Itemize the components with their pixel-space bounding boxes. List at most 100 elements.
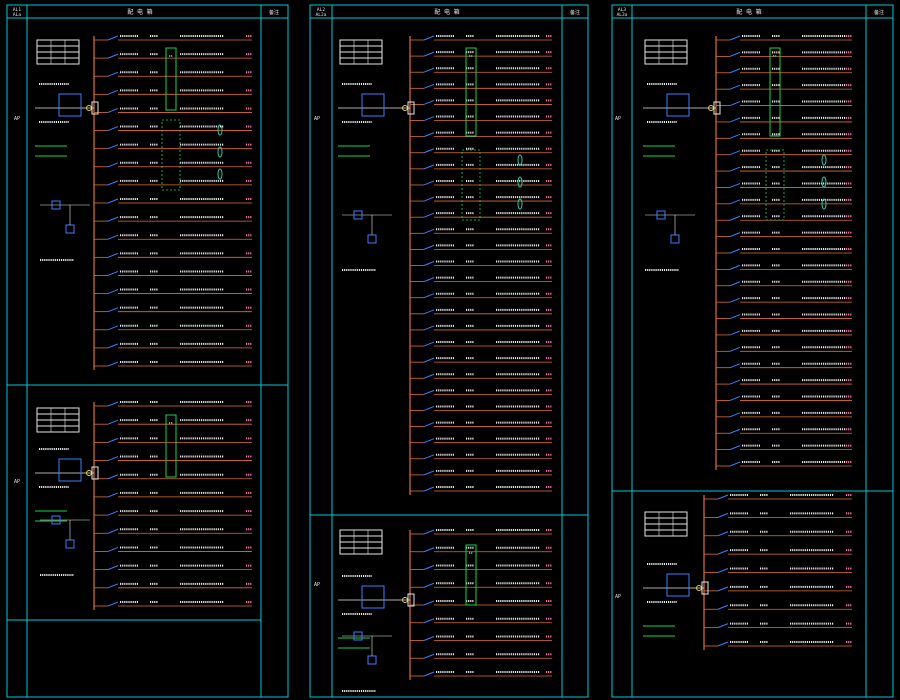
panel-2-lower-main-breaker — [361, 585, 385, 609]
panel-2-upper-current-transformer — [517, 176, 523, 188]
panel-3-upper-circuit-breaker — [729, 248, 741, 254]
panel-3-upper-contactor-group — [765, 149, 785, 221]
panel-3-upper-circuit-breaker — [729, 84, 741, 90]
panel-1-upper-circuit-breaker — [107, 289, 119, 295]
panel-2-title: 配 电 箱 — [434, 8, 459, 16]
panel-2-upper-circuit-breaker — [423, 357, 435, 363]
panel-1-upper-circuit-breaker — [107, 216, 119, 222]
panel-2-lower-circuit-breaker — [423, 653, 435, 659]
panel-3-upper-circuit-breaker — [729, 445, 741, 451]
panel-2-lower-isolator — [407, 593, 415, 607]
panel-3-upper-circuit-breaker — [729, 51, 741, 57]
panel-2-upper-circuit-breaker — [423, 196, 435, 202]
panel-3-upper-energy-meter-box — [769, 47, 781, 137]
panel-1-lower-circuit-breaker — [107, 528, 119, 534]
panel-3-upper-current-transformer — [821, 198, 827, 210]
panel-1-lower-circuit-breaker — [107, 492, 119, 498]
panel-3-lower-circuit-breaker — [717, 512, 729, 518]
panel-1-lower-circuit-breaker — [107, 419, 119, 425]
panel-2-upper-circuit-breaker — [423, 309, 435, 315]
panel-2-id-bottom: AL2a — [316, 12, 327, 18]
panel-1-incoming-label-lower: AP — [14, 479, 20, 485]
panel-3-lower-rating-table-row — [644, 529, 688, 537]
panel-3-upper-circuit-breaker — [729, 363, 741, 369]
panel-1-lower-circuit-breaker — [107, 437, 119, 443]
panel-3-upper-circuit-breaker — [729, 330, 741, 336]
panel-1-title: 配 电 箱 — [127, 8, 152, 16]
panel-3-upper-rating-table-row — [644, 57, 688, 65]
panel-2-upper-circuit-breaker — [423, 244, 435, 250]
panel-1-lower-energy-meter-box — [165, 414, 177, 478]
panel-2-incoming-label-upper: AP — [314, 116, 320, 122]
panel-1-lower-circuit-breaker — [107, 546, 119, 552]
panel-3-upper-isolator — [713, 101, 721, 115]
panel-1-upper-circuit-breaker — [107, 361, 119, 367]
panel-3-upper-circuit-breaker — [729, 232, 741, 238]
panel-2-upper-circuit-breaker — [423, 341, 435, 347]
panel-2-upper-circuit-breaker — [423, 325, 435, 331]
panel-2-upper-circuit-breaker — [423, 35, 435, 41]
panel-1-upper-circuit-breaker — [107, 162, 119, 168]
panel-2-upper-control-relay — [353, 210, 363, 220]
panel-1-upper-energy-meter-box — [165, 47, 177, 111]
panel-3-lower-circuit-breaker — [717, 549, 729, 555]
panel-2-upper-circuit-breaker — [423, 116, 435, 121]
panel-3-id-bottom: AL3a — [617, 12, 628, 18]
panel-3-upper-circuit-breaker — [729, 264, 741, 270]
panel-2-upper-circuit-breaker — [423, 277, 435, 283]
panel-2-lower-circuit-breaker — [423, 582, 435, 588]
panel-3-upper-circuit-breaker — [729, 117, 741, 123]
panel-1-upper-main-breaker — [58, 93, 82, 117]
panel-1-lower-circuit-breaker — [107, 565, 119, 571]
panel-3-upper-circuit-breaker — [729, 133, 741, 139]
panel-2-upper-current-transformer — [517, 198, 523, 210]
panel-2-upper-circuit-breaker — [423, 293, 435, 299]
panel-1-id-top: AL1 — [13, 7, 21, 13]
panel-3-upper-current-transformer — [821, 176, 827, 188]
panel-1-upper-current-transformer — [217, 168, 223, 180]
panel-3-corner-label: 备注 — [874, 9, 884, 16]
panel-1-upper-current-transformer — [217, 146, 223, 158]
panel-2-lower-circuit-breaker — [423, 565, 435, 570]
panel-1-upper-circuit-breaker — [107, 270, 119, 276]
panel-1-upper-circuit-breaker — [107, 144, 119, 150]
panel-2-upper-circuit-breaker — [423, 99, 435, 105]
panel-1-upper-circuit-breaker — [107, 307, 119, 313]
panel-1-upper-circuit-breaker — [107, 180, 119, 186]
panel-3-lower-circuit-breaker — [717, 531, 729, 537]
schematic-content — [35, 35, 852, 692]
panel-2-upper-circuit-breaker — [423, 454, 435, 460]
panel-1-lower-control-relay — [51, 515, 61, 525]
panel-2-upper-circuit-breaker — [423, 261, 435, 266]
panel-2-lower-circuit-breaker — [423, 618, 435, 624]
panel-3-upper-circuit-breaker — [729, 314, 741, 320]
panel-2-lower-circuit-breaker — [423, 636, 435, 641]
panel-2-upper-isolator — [407, 101, 415, 115]
panel-2-upper-circuit-breaker — [423, 180, 435, 186]
panel-2-lower-circuit-breaker — [423, 671, 435, 677]
panel-2-lower-circuit-breaker — [423, 547, 435, 553]
panel-2-id-top: AL2 — [317, 7, 325, 13]
panel-2-upper-circuit-breaker — [423, 486, 435, 492]
panel-3-upper-circuit-breaker — [729, 215, 741, 221]
panel-2-lower-rating-table-row — [339, 547, 383, 555]
panel-2-lower-circuit-breaker — [423, 600, 435, 606]
panel-2-upper-circuit-breaker — [423, 470, 435, 476]
panel-1-lower-main-breaker — [58, 458, 82, 482]
panel-3-upper-circuit-breaker — [729, 182, 741, 188]
panel-2-upper-circuit-breaker — [423, 67, 435, 73]
panel-1-upper-circuit-breaker — [107, 325, 119, 331]
panel-1-lower-circuit-breaker — [107, 474, 119, 480]
panel-1-lower-circuit-breaker — [107, 456, 119, 462]
panel-2-upper-circuit-breaker — [423, 389, 435, 395]
panel-2-upper-contactor-group — [461, 149, 481, 221]
panel-3-upper-circuit-breaker — [729, 461, 741, 467]
panel-1-upper-current-transformer — [217, 124, 223, 136]
panel-3-upper-circuit-breaker — [729, 297, 741, 303]
panel-2-upper-rating-table-row — [339, 57, 383, 65]
panel-3-lower-circuit-breaker — [717, 604, 729, 610]
panel-3-upper-control-relay — [656, 210, 666, 220]
panel-2-corner-label: 备注 — [570, 9, 580, 16]
panel-1-lower-isolator — [91, 466, 99, 480]
